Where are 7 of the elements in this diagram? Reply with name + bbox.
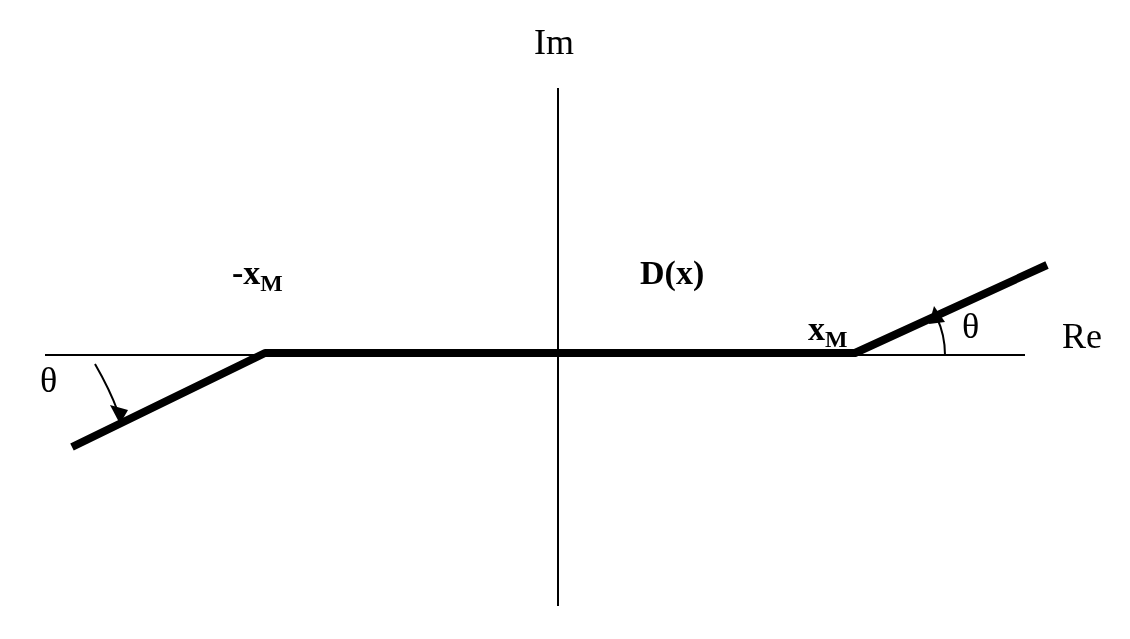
axis-label: Re: [1062, 318, 1102, 354]
axis-label: Im: [534, 24, 574, 60]
angle-label: θ: [962, 308, 980, 344]
point-label: -x$_{M}$: [232, 256, 283, 296]
angle-label: θ: [40, 362, 58, 398]
point-label: x$_{M}$: [808, 312, 848, 352]
function-label: D(x): [640, 256, 705, 290]
